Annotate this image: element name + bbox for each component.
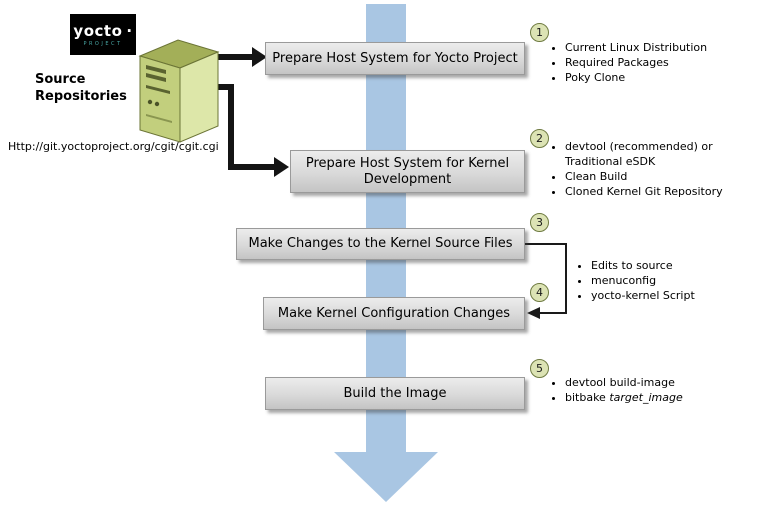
step-box-label: Prepare Host System for Yocto Project [272,50,518,66]
main-flow-arrowhead [334,452,438,502]
step-box-label: Prepare Host System for Kernel Developme… [305,155,510,187]
step-box-label: Make Changes to the Kernel Source Files [248,236,513,251]
arrow-server-to-step2-head [274,157,289,177]
list-item-prefix: bitbake [565,391,610,404]
yocto-logo-subtitle: PROJECT [83,40,123,47]
step2-bullet-list: devtool (recommended) or Traditional eSD… [552,139,737,199]
list-item: Cloned Kernel Git Repository [565,184,737,199]
list-item: menuconfig [591,273,738,288]
step-box-label: Make Kernel Configuration Changes [277,305,511,321]
step-box-prepare-host-kernel: Prepare Host System for Kernel Developme… [290,150,525,193]
step-number-4: 4 [530,283,549,302]
yocto-logo-dot: · [126,21,133,40]
step-number-3: 3 [530,213,549,232]
step-number-1: 1 [530,23,549,42]
steps34-bullet-list: Edits to source menuconfig yocto-kernel … [578,258,738,303]
connector-step4-horizontal [539,312,567,314]
list-item: devtool build-image [565,375,757,390]
list-item: Current Linux Distribution [565,40,757,55]
step-box-label: Build the Image [343,385,447,401]
list-item: yocto-kernel Script [591,288,738,303]
step-number-5: 5 [530,359,549,378]
list-item: Required Packages [565,55,757,70]
arrow-server-to-step2-stub [204,84,234,90]
list-item: Edits to source [591,258,738,273]
yocto-logo: yocto· PROJECT [70,14,136,55]
step-box-make-config-changes: Make Kernel Configuration Changes [263,297,525,330]
arrow-server-to-step2-horizontal [228,164,276,170]
step-number-2: 2 [530,129,549,148]
list-item-italic: target_image [609,391,683,404]
step1-bullet-list: Current Linux Distribution Required Pack… [552,40,757,85]
server-tower-icon [138,39,220,143]
connector-step4-arrowhead [527,307,540,319]
source-repositories-label: Source Repositories [35,72,127,104]
yocto-logo-brand: yocto· [73,23,132,39]
source-repositories-url: Http://git.yoctoproject.org/cgit/cgit.cg… [8,140,219,153]
yocto-logo-wordmark: yocto [73,21,123,40]
connector-steps34-vertical [565,243,567,314]
step5-bullet-list: devtool build-image bitbake target_image [552,375,757,405]
list-item: Clean Build [565,169,737,184]
connector-step3-horizontal [525,243,567,245]
arrow-server-to-step2-vertical [228,84,234,170]
step-box-prepare-host-yocto: Prepare Host System for Yocto Project [265,42,525,75]
step-box-build-image: Build the Image [265,377,525,410]
list-item: devtool (recommended) or Traditional eSD… [565,139,737,169]
list-item: Poky Clone [565,70,757,85]
list-item: bitbake target_image [565,390,757,405]
arrow-server-to-step1-head [252,47,267,67]
arrow-server-to-step1-shaft [214,54,254,60]
step-box-make-source-changes: Make Changes to the Kernel Source Files [236,228,525,260]
